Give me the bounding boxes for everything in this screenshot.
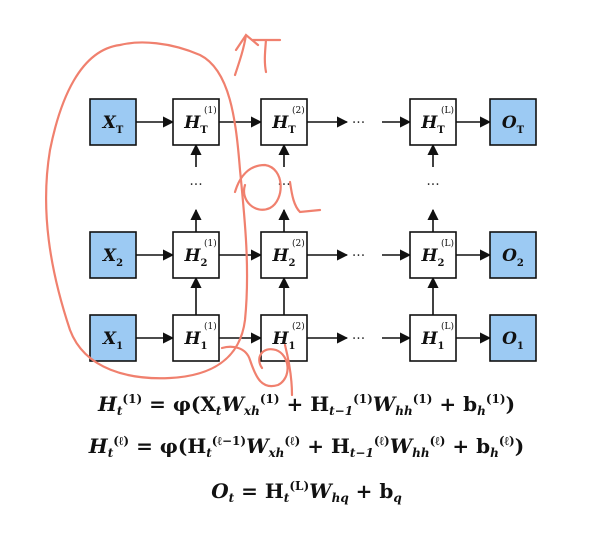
row-1-input-node: X2: [89, 231, 137, 279]
row-2-hidden-l-node: H1(L): [409, 314, 457, 362]
row-1-ellipsis: ···: [352, 248, 365, 264]
row-1-hidden-2-node-superscript: (2): [292, 238, 305, 249]
ellipses: ··················: [189, 115, 439, 347]
row-0-hidden-1-node-superscript: (1): [204, 105, 217, 116]
handwritten-loop-stroke: [44, 41, 249, 380]
row-1-hidden-1-node-superscript: (1): [204, 238, 217, 249]
row-2-hidden-l-node-superscript: (L): [441, 321, 454, 332]
row-1-hidden-l-node: H2(L): [409, 231, 457, 279]
row-1-hidden-1-node-label: H2: [183, 246, 207, 269]
row-1-hidden-l-node-superscript: (L): [441, 238, 454, 249]
row-0-hidden-1-node-label: HT: [183, 113, 208, 136]
row-0-hidden-1-node: HT(1): [172, 98, 220, 146]
col-1-vertical-ellipsis: ···: [189, 177, 202, 193]
row-2-hidden-2-node: H1(2): [260, 314, 308, 362]
handwritten-annotations: [44, 33, 322, 397]
row-2-ellipsis: ···: [352, 331, 365, 347]
row-1-hidden-2-node: H2(2): [260, 231, 308, 279]
row-0-hidden-2-node: HT(2): [260, 98, 308, 146]
row-0-input-node-label: XT: [102, 113, 124, 136]
row-1-hidden-2-node-label: H2: [271, 246, 295, 269]
row-2-output-node: O1: [489, 314, 537, 362]
equation-layer-l: Ht(ℓ) = φ(Ht(ℓ−1)Wxh(ℓ) + Ht−1(ℓ)Whh(ℓ) …: [88, 434, 525, 460]
row-2-hidden-l-node-label: H1: [420, 329, 444, 352]
row-1-hidden-1-node: H2(1): [172, 231, 220, 279]
row-2-output-node-label: O1: [502, 329, 524, 352]
row-1-output-node-label: O2: [502, 246, 524, 269]
row-1-input-node-label: X2: [102, 246, 123, 269]
equation-output: Ot = Ht(L)Whq + bq: [211, 479, 402, 505]
row-0-hidden-l-node-label: HT: [420, 113, 445, 136]
col-3-vertical-ellipsis: ···: [426, 177, 439, 193]
row-0-hidden-l-node: HT(L): [409, 98, 457, 146]
row-0-hidden-l-node-superscript: (L): [441, 105, 454, 116]
row-1-hidden-l-node-label: H2: [420, 246, 444, 269]
row-0-input-node: XT: [89, 98, 137, 146]
row-0-hidden-2-node-label: HT: [271, 113, 296, 136]
row-0-ellipsis: ···: [352, 115, 365, 131]
handwritten-arrow-top: [233, 33, 282, 77]
row-0-output-node: OT: [489, 98, 537, 146]
row-0-output-node-label: OT: [502, 113, 525, 136]
handwritten-ol-label: [233, 163, 322, 214]
row-2-hidden-1-node: H1(1): [172, 314, 220, 362]
row-1-output-node: O2: [489, 231, 537, 279]
handwritten-o1-label: [220, 343, 294, 397]
row-2-hidden-2-node-superscript: (2): [292, 321, 305, 332]
equation-first-layer: Ht(1) = φ(XtWxh(1) + Ht−1(1)Whh(1) + bh(…: [97, 392, 516, 418]
row-2-input-node: X1: [89, 314, 137, 362]
row-0-hidden-2-node-superscript: (2): [292, 105, 305, 116]
row-2-hidden-1-node-label: H1: [183, 329, 207, 352]
connectors: [136, 116, 492, 344]
row-2-input-node-label: X1: [102, 329, 123, 352]
row-2-hidden-1-node-superscript: (1): [204, 321, 217, 332]
